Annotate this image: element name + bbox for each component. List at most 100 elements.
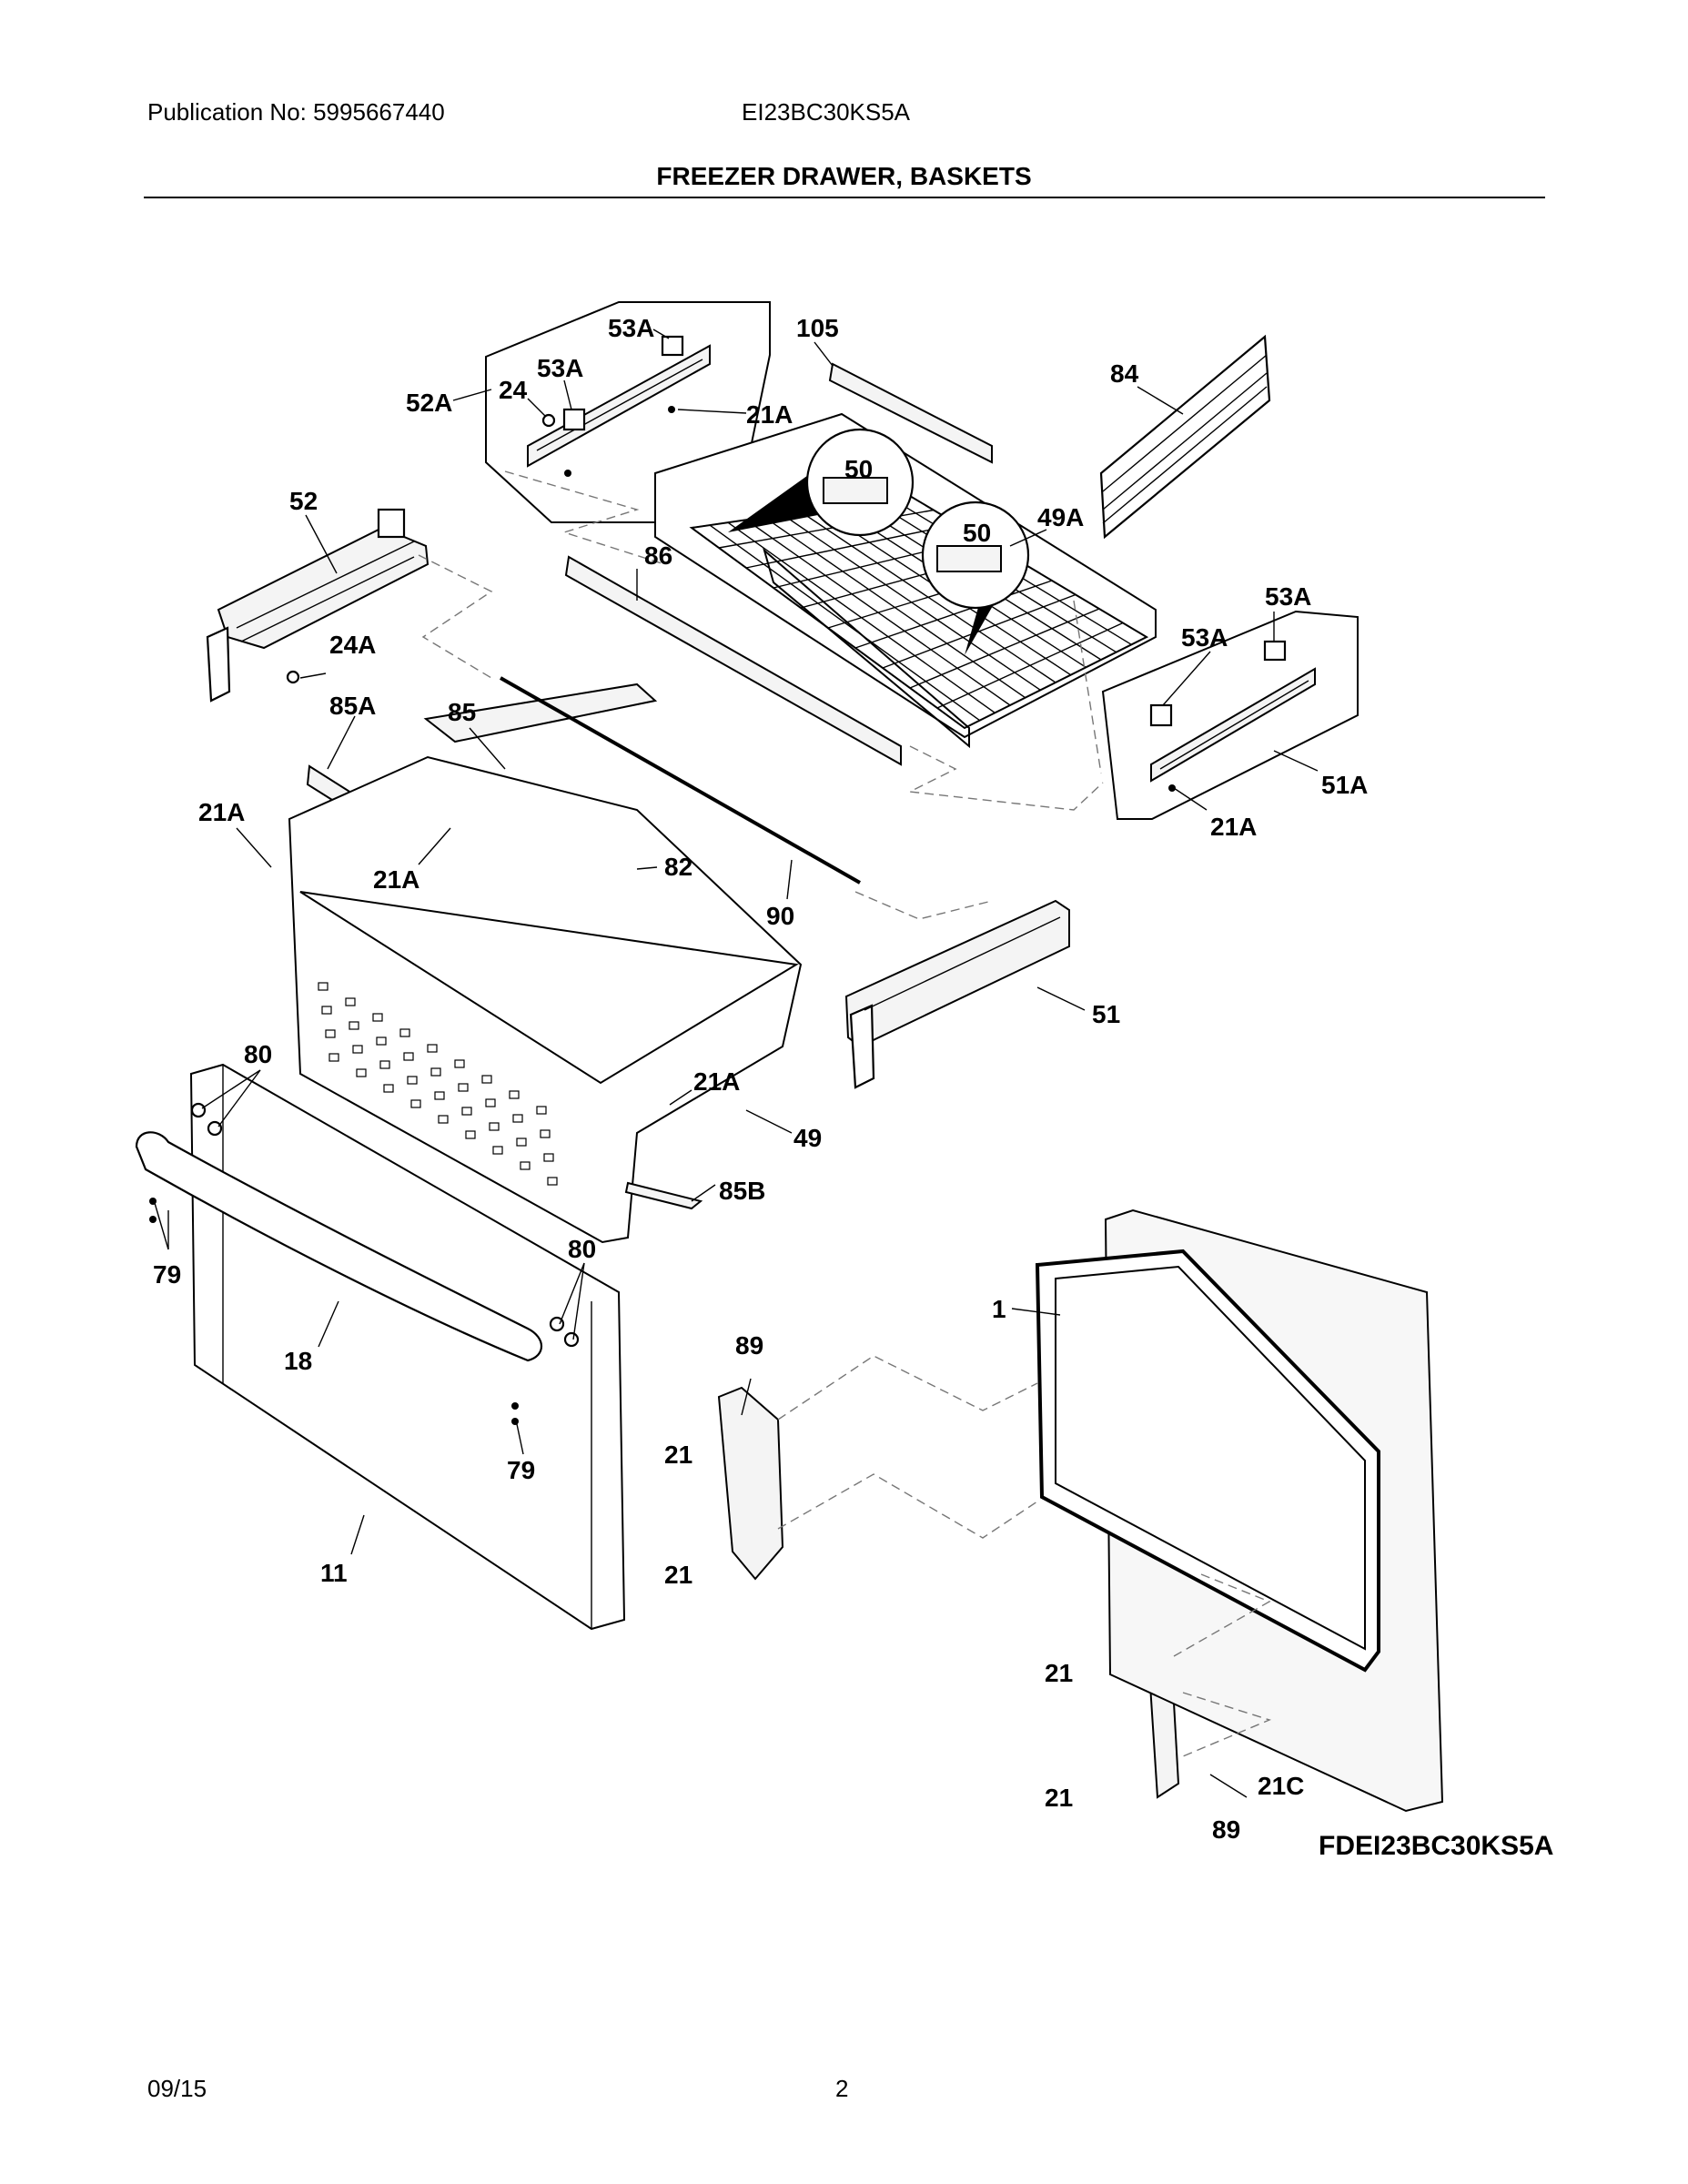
callout-18: 18 [284,1347,312,1375]
vent-slot [383,1084,394,1093]
part-24-screw [541,413,556,428]
callout-52a: 52A [406,389,452,417]
callout-89-b: 89 [1212,1815,1240,1844]
assembly-guides [418,470,1272,1757]
model-number: EI23BC30KS5A [742,98,911,126]
part-21a-screw [668,406,675,413]
part-80-bumpers [190,1102,580,1348]
part-85b-strip [624,1181,703,1210]
callout-53a-right-2: 53A [1181,623,1228,652]
callout-82: 82 [664,853,692,881]
part-105-bar [828,362,993,464]
vent-slot [461,1107,472,1116]
part-84-divider [1099,334,1271,540]
detail-50-b [921,500,1030,655]
callout-24a: 24A [329,631,376,659]
vent-slot [321,1006,332,1015]
vent-slot [438,1115,449,1124]
callout-21-b: 21 [664,1561,692,1589]
callout-labels: 53A 105 84 52A 24 53A 21A 50 52 50 49A 8… [153,314,1368,1844]
basket-wire [882,593,1076,669]
vent-slot [376,1036,387,1046]
part-86-trim [564,555,902,766]
vent-slot [481,1075,492,1084]
leader-lines [154,329,1319,1798]
vent-slot [430,1067,441,1077]
callout-21a-left-2: 21A [373,865,419,894]
vent-slot [543,1153,554,1162]
callout-50-b: 50 [963,519,991,547]
callout-85a: 85A [329,692,376,720]
callout-49: 49 [793,1124,822,1152]
callout-21a-top: 21A [746,400,793,429]
callout-89-a: 89 [735,1331,763,1360]
publication-number: Publication No: 5995667440 [147,98,445,126]
vent-slot [329,1053,339,1062]
callout-79-b: 79 [507,1456,535,1484]
vent-slot [403,1052,414,1061]
vent-slot [454,1059,465,1068]
vent-slot [516,1138,527,1147]
vent-slot [434,1091,445,1100]
header-rule [144,197,1545,198]
callout-53a-top: 53A [608,314,654,342]
callout-85b: 85B [719,1177,765,1205]
callout-24: 24 [499,376,528,404]
callout-79-a: 79 [153,1260,181,1289]
basket-wire [745,523,958,569]
part-51-slide-rail [844,899,1070,1089]
part-11-drawer-front [189,1063,626,1631]
footer-date: 09/15 [147,2075,207,2102]
vent-slot [536,1106,547,1115]
vent-slot [325,1029,336,1038]
basket-wire [854,580,1053,649]
vent-slot [352,1045,363,1054]
callout-21a-bin: 21A [693,1067,740,1096]
vent-slot [540,1129,551,1138]
vent-slot [349,1021,359,1030]
vent-slot [345,997,356,1006]
part-24a-screw [286,670,300,684]
vent-slot [458,1083,469,1092]
callout-90: 90 [766,902,794,930]
vent-slot [485,1098,496,1107]
basket-wire [909,608,1100,689]
callout-21a-left: 21A [198,798,245,826]
callout-105: 105 [796,314,839,342]
vent-slot [492,1146,503,1155]
vent-slot [520,1161,531,1170]
callout-1: 1 [992,1295,1006,1323]
callout-80-b: 80 [568,1235,596,1263]
detail-50-a [728,428,915,537]
basket-wire [964,636,1147,729]
part-18-handle [135,1131,543,1362]
vent-slot [547,1177,558,1186]
vent-slot [509,1090,520,1099]
inset-box-51a [1101,610,1359,820]
vent-slot [372,1013,383,1022]
callout-21-d: 21 [1045,1784,1073,1812]
part-85-bar [423,682,658,743]
vent-slot [407,1076,418,1085]
part-90-rod [500,676,861,885]
vent-slot [465,1130,476,1139]
callout-51: 51 [1092,1000,1120,1028]
vent-slot [399,1028,410,1037]
vent-slot [410,1099,421,1108]
vent-slot [512,1114,523,1123]
callout-84: 84 [1110,359,1139,388]
basket-wire [936,622,1124,709]
page-title: FREEZER DRAWER, BASKETS [656,162,1032,190]
callout-53a-right-1: 53A [1265,582,1311,611]
callout-51a: 51A [1321,771,1368,799]
callout-49a: 49A [1037,503,1084,531]
callout-85: 85 [448,698,476,726]
vent-slot [318,982,329,991]
part-89-bracket-a [717,1386,784,1581]
part-52a-rail [527,344,711,468]
part-49-drawer-bin [288,755,803,1244]
part-1-gasket-and-liner [1035,1208,1444,1813]
callout-53a-mid: 53A [537,354,583,382]
callout-21-a: 21 [664,1441,692,1469]
vent-slot [356,1068,367,1077]
